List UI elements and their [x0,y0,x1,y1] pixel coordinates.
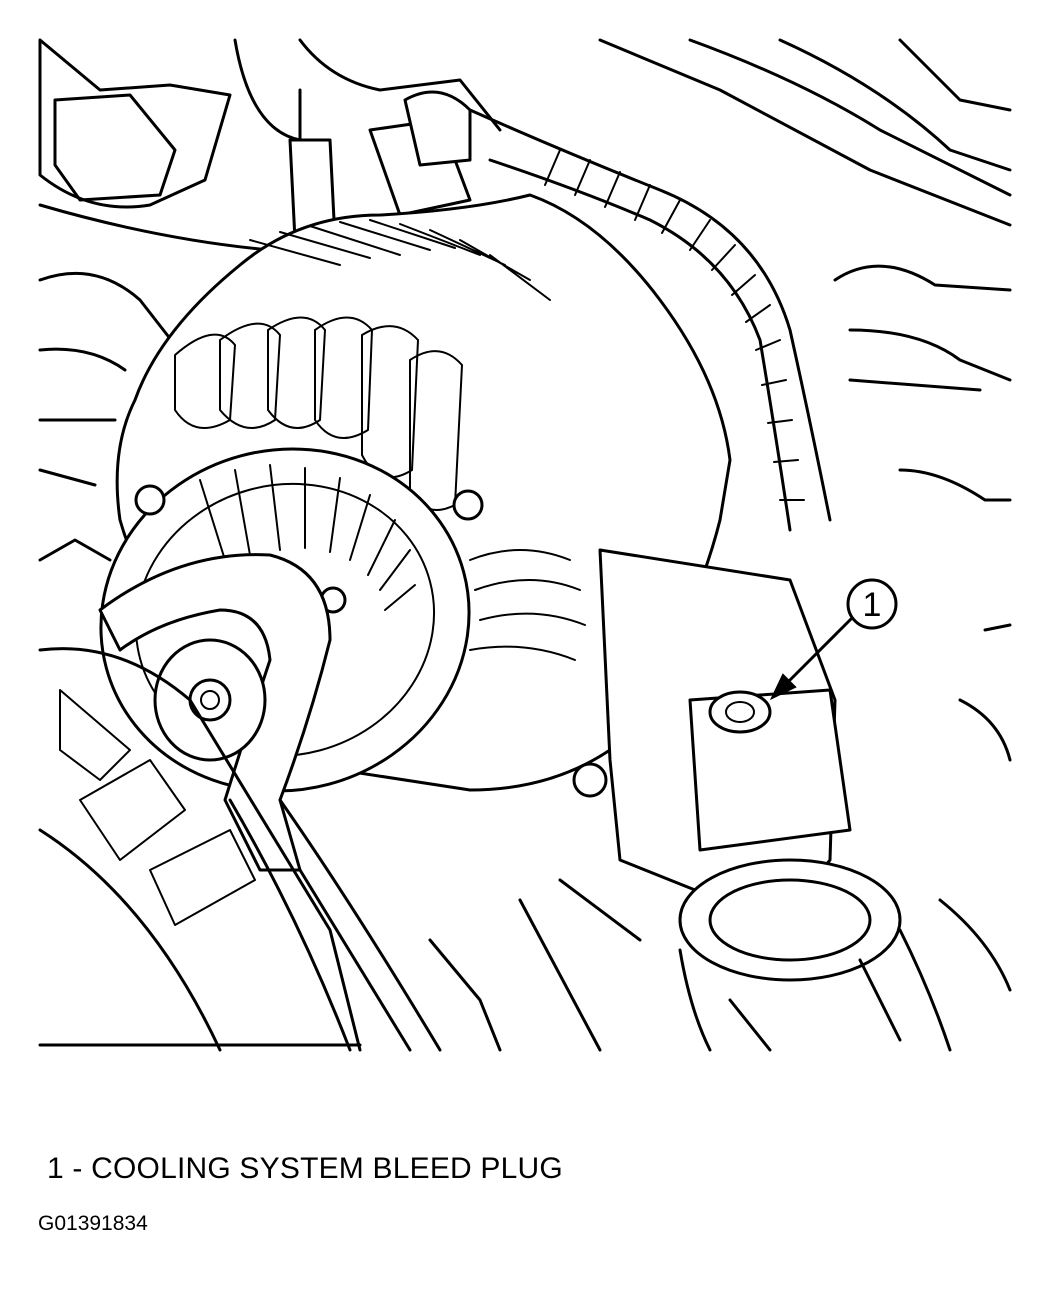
callout-circle [846,578,898,630]
connectors [288,90,472,242]
thermostat-housing [598,548,952,1052]
engine-illustration: 1 [38,38,1012,1052]
wiring-harness [468,108,832,532]
alternator-line-drawing: 1 [38,38,1012,1052]
arrowhead-icon [769,673,797,701]
drive-belt [98,553,442,1052]
engine-bay-background [38,38,1012,992]
arrow-icon [780,616,854,690]
callout-number: 1 [863,586,882,624]
manifold-lettering-plate [38,647,362,1052]
bleed-plug [708,690,772,734]
legend-text: 1 - COOLING SYSTEM BLEED PLUG [47,1152,563,1185]
lower-engine-detail [38,878,642,1052]
figure-id: G01391834 [38,1212,148,1235]
callout: 1 [769,578,898,701]
